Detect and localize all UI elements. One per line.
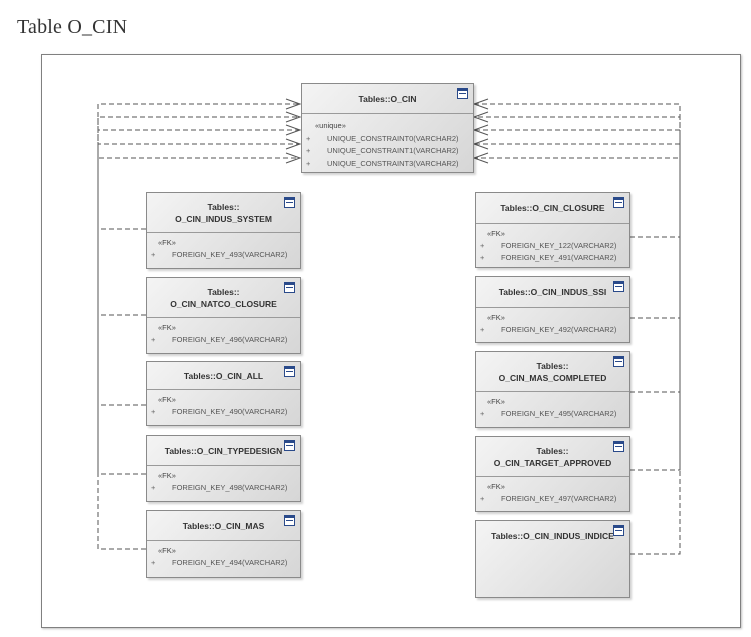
table-icon — [284, 440, 295, 451]
table-header: Tables:: O_CIN_NATCO_CLOSURE — [147, 278, 300, 318]
table-icon — [613, 441, 624, 452]
stereotype-label: «FK» — [487, 397, 505, 406]
table-body: «FK» +FOREIGN_KEY_493(VARCHAR2) — [147, 233, 300, 261]
table-header: Tables::O_CIN_ALL — [147, 362, 300, 390]
table-o-cin-target-approved[interactable]: Tables:: O_CIN_TARGET_APPROVED «FK» +FOR… — [475, 436, 630, 512]
table-body: «FK» +FOREIGN_KEY_494(VARCHAR2) — [147, 541, 300, 569]
table-o-cin-natco-closure[interactable]: Tables:: O_CIN_NATCO_CLOSURE «FK» +FOREI… — [146, 277, 301, 354]
stereotype-label: «FK» — [487, 313, 505, 322]
stereotype-label: «unique» — [315, 121, 346, 130]
table-name-line2: O_CIN_MAS_COMPLETED — [498, 372, 607, 383]
table-body: «FK» +FOREIGN_KEY_122(VARCHAR2) +FOREIGN… — [476, 224, 629, 264]
table-body: «FK» +FOREIGN_KEY_498(VARCHAR2) — [147, 466, 300, 494]
table-o-cin-indus-system[interactable]: Tables:: O_CIN_INDUS_SYSTEM «FK» +FOREIG… — [146, 192, 301, 269]
table-name: Tables:: — [207, 201, 240, 212]
table-body: «FK» +FOREIGN_KEY_495(VARCHAR2) — [476, 392, 629, 420]
table-header: Tables::O_CIN_INDUS_INDICE — [476, 521, 629, 551]
table-header: Tables::O_CIN_TYPEDESIGN — [147, 436, 300, 466]
attribute-row: +FOREIGN_KEY_490(VARCHAR2) — [151, 407, 288, 416]
attribute-row: +FOREIGN_KEY_498(VARCHAR2) — [151, 483, 288, 492]
table-o-cin-mas[interactable]: Tables::O_CIN_MAS «FK» +FOREIGN_KEY_494(… — [146, 510, 301, 578]
table-name: Tables:: — [536, 360, 569, 371]
table-icon — [284, 282, 295, 293]
table-header: Tables:: O_CIN_MAS_COMPLETED — [476, 352, 629, 392]
table-icon — [613, 525, 624, 536]
table-body: «FK» +FOREIGN_KEY_490(VARCHAR2) — [147, 390, 300, 418]
attribute-row: +FOREIGN_KEY_122(VARCHAR2) — [480, 241, 617, 250]
attribute-row: +FOREIGN_KEY_491(VARCHAR2) — [480, 253, 617, 262]
table-o-cin-indus-ssi[interactable]: Tables::O_CIN_INDUS_SSI «FK» +FOREIGN_KE… — [475, 276, 630, 343]
stereotype-label: «FK» — [158, 471, 176, 480]
table-icon — [284, 366, 295, 377]
table-body: «unique» +UNIQUE_CONSTRAINT0(VARCHAR2) +… — [302, 114, 473, 170]
table-o-cin-mas-completed[interactable]: Tables:: O_CIN_MAS_COMPLETED «FK» +FOREI… — [475, 351, 630, 428]
stereotype-label: «FK» — [158, 395, 176, 404]
stereotype-label: «FK» — [487, 229, 505, 238]
table-o-cin-indus-indice[interactable]: Tables::O_CIN_INDUS_INDICE — [475, 520, 630, 598]
table-header: Tables::O_CIN_CLOSURE — [476, 193, 629, 224]
table-name: Tables::O_CIN — [358, 93, 417, 104]
attribute-row: +FOREIGN_KEY_493(VARCHAR2) — [151, 250, 288, 259]
table-icon — [613, 281, 624, 292]
table-body: «FK» +FOREIGN_KEY_492(VARCHAR2) — [476, 308, 629, 336]
table-name: Tables:: — [536, 445, 569, 456]
stereotype-label: «FK» — [158, 323, 176, 332]
page-title: Table O_CIN — [17, 16, 128, 38]
table-body: «FK» +FOREIGN_KEY_496(VARCHAR2) — [147, 318, 300, 346]
table-o-cin-typedesign[interactable]: Tables::O_CIN_TYPEDESIGN «FK» +FOREIGN_K… — [146, 435, 301, 502]
table-icon — [613, 197, 624, 208]
attribute-row: +FOREIGN_KEY_497(VARCHAR2) — [480, 494, 617, 503]
table-o-cin-closure[interactable]: Tables::O_CIN_CLOSURE «FK» +FOREIGN_KEY_… — [475, 192, 630, 268]
table-icon — [284, 515, 295, 526]
table-o-cin-all[interactable]: Tables::O_CIN_ALL «FK» +FOREIGN_KEY_490(… — [146, 361, 301, 426]
table-name-line2: O_CIN_NATCO_CLOSURE — [170, 298, 277, 309]
table-name: Tables:: — [207, 286, 240, 297]
table-header: Tables:: O_CIN_TARGET_APPROVED — [476, 437, 629, 477]
stereotype-label: «FK» — [158, 546, 176, 555]
table-name-line2: O_CIN_INDUS_SYSTEM — [175, 213, 272, 224]
table-icon — [284, 197, 295, 208]
stereotype-label: «FK» — [487, 482, 505, 491]
attribute-row: +FOREIGN_KEY_496(VARCHAR2) — [151, 335, 288, 344]
attribute-row: +FOREIGN_KEY_495(VARCHAR2) — [480, 409, 617, 418]
table-name-line2: O_CIN_TARGET_APPROVED — [493, 457, 612, 468]
table-header: Tables:: O_CIN_INDUS_SYSTEM — [147, 193, 300, 233]
stereotype-label: «FK» — [158, 238, 176, 247]
table-name: Tables::O_CIN_INDUS_SSI — [498, 287, 607, 297]
attribute-row: +FOREIGN_KEY_494(VARCHAR2) — [151, 558, 288, 567]
attribute-row: +UNIQUE_CONSTRAINT0(VARCHAR2) — [306, 133, 459, 143]
table-name: Tables::O_CIN_MAS — [182, 520, 265, 531]
table-o-cin[interactable]: Tables::O_CIN «unique» +UNIQUE_CONSTRAIN… — [301, 83, 474, 173]
attribute-row: +UNIQUE_CONSTRAINT3(VARCHAR2) — [306, 158, 459, 168]
table-body: «FK» +FOREIGN_KEY_497(VARCHAR2) — [476, 477, 629, 505]
attribute-row: +UNIQUE_CONSTRAINT1(VARCHAR2) — [306, 146, 459, 155]
table-icon — [613, 356, 624, 367]
table-name: Tables::O_CIN_ALL — [183, 370, 264, 381]
table-header: Tables::O_CIN — [302, 84, 473, 114]
table-header: Tables::O_CIN_INDUS_SSI — [476, 277, 629, 308]
attribute-row: +FOREIGN_KEY_492(VARCHAR2) — [480, 325, 617, 334]
table-name: Tables::O_CIN_CLOSURE — [500, 203, 605, 213]
table-name: Tables::O_CIN_INDUS_INDICE — [491, 531, 614, 541]
table-icon — [457, 88, 468, 99]
table-name: Tables::O_CIN_TYPEDESIGN — [164, 445, 283, 456]
table-header: Tables::O_CIN_MAS — [147, 511, 300, 541]
